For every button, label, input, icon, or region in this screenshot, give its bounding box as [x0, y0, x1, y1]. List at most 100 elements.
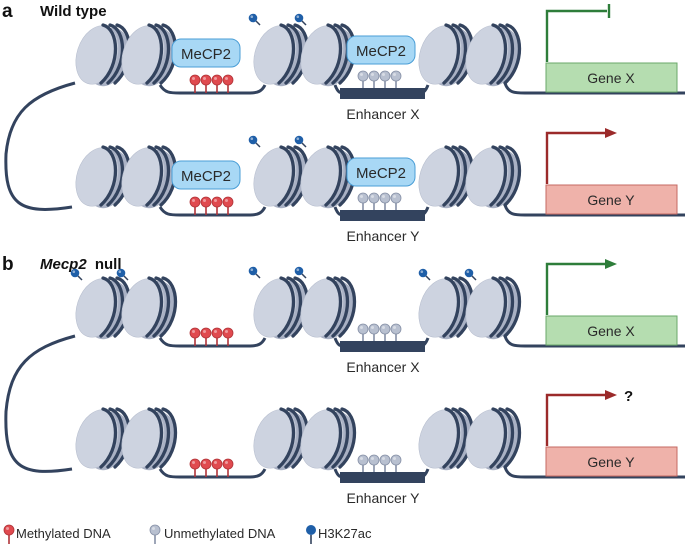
methylated-cpg — [189, 458, 201, 477]
legend-unmethylated-label: Unmethylated DNA — [164, 526, 276, 541]
tss-arrow — [545, 131, 607, 184]
dna-loop — [4, 334, 76, 473]
nucleosome — [121, 276, 177, 340]
linker-dna — [158, 84, 267, 95]
legend-unmethylated: Unmethylated DNA — [149, 524, 276, 544]
nucleosome — [75, 145, 131, 209]
methylated-dna-icon — [3, 524, 15, 544]
enhancer-label: Enhancer Y — [347, 228, 421, 244]
enhancer-label: Enhancer Y — [347, 490, 421, 506]
nucleosome — [253, 145, 309, 209]
nucleosome — [75, 23, 131, 87]
h3k27ac-mark — [294, 13, 307, 26]
mecp2-protein: MeCP2 — [171, 160, 241, 190]
unmethylated-cpg — [368, 192, 380, 210]
h3k27ac-icon — [306, 525, 316, 544]
svg-text:Mecp2 null: Mecp2 null — [40, 256, 122, 273]
methylated-cpg — [222, 327, 234, 346]
nucleosome — [300, 23, 356, 87]
methylated-cpg — [200, 327, 212, 346]
nucleosome — [75, 276, 131, 340]
enhancer-block — [340, 472, 425, 483]
nucleosome — [465, 276, 521, 340]
legend-h3k27ac: H3K27ac — [306, 525, 372, 544]
gene-label: Gene Y — [587, 192, 635, 208]
gene-box — [545, 62, 678, 93]
arrowhead — [605, 259, 617, 269]
methylated-cpg — [200, 458, 212, 477]
linker-dna — [158, 468, 267, 479]
unmethylated-cpg — [390, 192, 402, 210]
methylated-cpg — [189, 74, 201, 93]
unmethylated-cpg — [368, 70, 380, 88]
unmethylated-cpg — [357, 454, 369, 472]
h3k27ac-mark — [248, 135, 261, 148]
panel-b-title: null — [95, 256, 122, 273]
nucleosome — [300, 276, 356, 340]
enhancer-block — [340, 341, 425, 352]
methylated-cpg — [189, 196, 201, 215]
nucleosome — [121, 23, 177, 87]
nucleosome — [418, 23, 474, 87]
nucleosome — [253, 276, 309, 340]
unmethylated-cpg — [379, 192, 391, 210]
unmethylated-cpg — [379, 323, 391, 341]
panel-a-letter: a — [2, 1, 13, 22]
legend: Methylated DNA Unmethylated DNA H3K27ac — [3, 524, 372, 544]
legend-h3k27ac-label: H3K27ac — [318, 526, 372, 541]
unmethylated-cpg — [357, 323, 369, 341]
methylated-cpg — [211, 327, 223, 346]
gene-label: Gene X — [587, 70, 635, 86]
methylated-cpg — [189, 327, 201, 346]
methylated-cpg — [211, 196, 223, 215]
methylated-cpg — [211, 458, 223, 477]
unmethylated-cpg — [390, 70, 402, 88]
panel-a-title: Wild type — [40, 3, 107, 20]
linker-dna — [158, 337, 267, 348]
enhancer-label: Enhancer X — [346, 106, 420, 122]
gene-box — [545, 446, 678, 477]
unmethylated-cpg — [390, 454, 402, 472]
h3k27ac-mark — [248, 13, 261, 26]
arrowhead — [605, 128, 617, 138]
arrowhead — [605, 390, 617, 400]
methylated-cpg — [200, 196, 212, 215]
legend-methylated: Methylated DNA — [3, 524, 111, 544]
unmethylated-cpg — [368, 454, 380, 472]
nucleosome — [418, 407, 474, 471]
unmethylated-cpg — [379, 454, 391, 472]
mecp2-protein: MeCP2 — [171, 38, 241, 68]
panel-a-header: a Wild type — [2, 1, 107, 22]
gene-box — [545, 184, 678, 215]
tss-arrow — [545, 262, 607, 315]
h3k27ac-mark — [116, 268, 129, 281]
methylated-cpg — [222, 74, 234, 93]
question-mark: ? — [624, 388, 633, 405]
linker-dna — [503, 82, 685, 95]
methylated-cpg — [200, 74, 212, 93]
nucleosome — [300, 407, 356, 471]
tss-arrow — [545, 393, 607, 446]
panel-b-letter: b — [2, 254, 14, 275]
legend-methylated-label: Methylated DNA — [16, 526, 111, 541]
mecp2-label: MeCP2 — [356, 165, 406, 182]
nucleosome — [465, 145, 521, 209]
enhancer-label: Enhancer X — [346, 359, 420, 375]
unmethylated-cpg — [390, 323, 402, 341]
mecp2-protein: MeCP2 — [346, 35, 416, 65]
linker-dna — [503, 204, 685, 217]
mecp2-label: MeCP2 — [181, 168, 231, 185]
h3k27ac-mark — [294, 135, 307, 148]
mecp2-protein: MeCP2 — [346, 157, 416, 187]
unmethylated-cpg — [357, 70, 369, 88]
panel-b-title-gene: Mecp2 — [40, 256, 87, 273]
methylated-cpg — [211, 74, 223, 93]
gene-box — [545, 315, 678, 346]
nucleosome — [121, 407, 177, 471]
h3k27ac-mark — [248, 266, 261, 279]
h3k27ac-mark — [464, 268, 477, 281]
